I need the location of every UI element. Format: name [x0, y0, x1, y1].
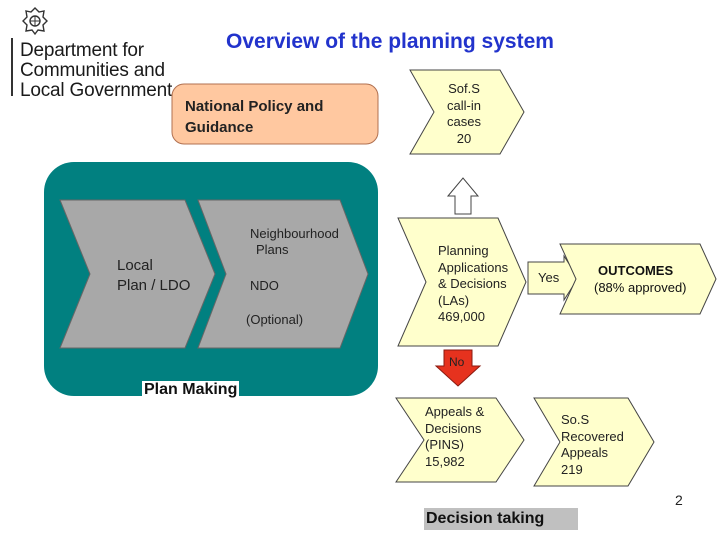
sos-callin-line-2: call-in: [447, 97, 481, 113]
sos-callin-text: Sof.S call-in cases 20: [436, 81, 492, 147]
outcomes-heading: OUTCOMES: [598, 263, 674, 278]
national-policy-text: National Policy and Guidance: [185, 96, 323, 138]
sos-recovered-line-2: Recovered: [561, 428, 624, 444]
plan-making-label: Plan Making: [142, 381, 240, 399]
ndo-label: NDO: [250, 278, 279, 293]
national-policy-line-2: Guidance: [185, 119, 254, 136]
no-label: No: [449, 355, 465, 369]
national-policy-line-1: National Policy and: [185, 98, 324, 115]
appeals-line-4: 15,982: [425, 453, 465, 469]
appeals-line-2: Decisions: [425, 420, 482, 436]
planning-apps-line-1: Planning: [438, 243, 489, 258]
outcomes-text: OUTCOMES (88% approved): [594, 262, 687, 296]
neighbourhood-chevron: [197, 199, 369, 349]
planning-applications-chevron: [397, 217, 527, 347]
sos-callin-line-1: Sof.S: [448, 81, 480, 96]
sos-recovered-line-1: So.S: [561, 412, 590, 427]
page-title: Overview of the planning system: [226, 30, 554, 53]
national-policy-box: [171, 83, 379, 145]
sos-callin-line-4: 20: [456, 130, 472, 146]
local-plan-line-2: Plan / LDO: [117, 277, 191, 294]
sos-recovered-chevron: [533, 397, 655, 487]
decision-taking-bar: [424, 508, 578, 530]
appeals-chevron: [395, 397, 525, 483]
local-plan-text: Local Plan / LDO: [117, 256, 190, 296]
planning-apps-line-5: 469,000: [438, 309, 485, 324]
up-arrow: [446, 177, 480, 215]
planning-apps-line-4: (LAs): [438, 292, 470, 308]
local-plan-chevron: [59, 199, 216, 349]
sos-recovered-line-3: Appeals: [561, 445, 608, 460]
appeals-line-3: (PINS): [425, 437, 464, 452]
appeals-line-1: Appeals &: [425, 404, 485, 419]
decision-taking-label: Decision taking: [426, 510, 545, 527]
optional-label: (Optional): [246, 312, 304, 327]
sos-callin-line-3: cases: [447, 114, 481, 129]
org-name-line-2: Communities and: [20, 60, 165, 81]
org-name-line-3: Local Government: [20, 80, 173, 101]
sos-recovered-text: So.S Recovered Appeals 219: [561, 412, 624, 478]
crest-icon: [20, 6, 50, 36]
planning-apps-line-3: & Decisions: [438, 276, 507, 291]
local-plan-line-1: Local: [117, 257, 153, 274]
yes-label: Yes: [538, 270, 560, 285]
appeals-text: Appeals & Decisions (PINS) 15,982: [425, 404, 484, 470]
outcomes-approved: (88% approved): [594, 280, 687, 295]
sos-recovered-line-4: 219: [561, 461, 583, 477]
planning-apps-line-2: Applications: [438, 259, 509, 275]
neighbourhood-line-1: Neighbourhood: [250, 226, 339, 241]
page-number: 2: [675, 492, 683, 508]
sos-callin-chevron: [409, 69, 525, 155]
neighbourhood-line-2: Plans: [256, 242, 289, 257]
logo-divider: [11, 38, 13, 96]
org-name-line-1: Department for: [20, 40, 144, 61]
no-arrow: [434, 349, 482, 387]
outcomes-chevron: [559, 243, 717, 315]
planning-applications-text: Planning Applications & Decisions (LAs) …: [438, 243, 508, 326]
neighbourhood-text: Neighbourhood Plans: [250, 226, 339, 258]
